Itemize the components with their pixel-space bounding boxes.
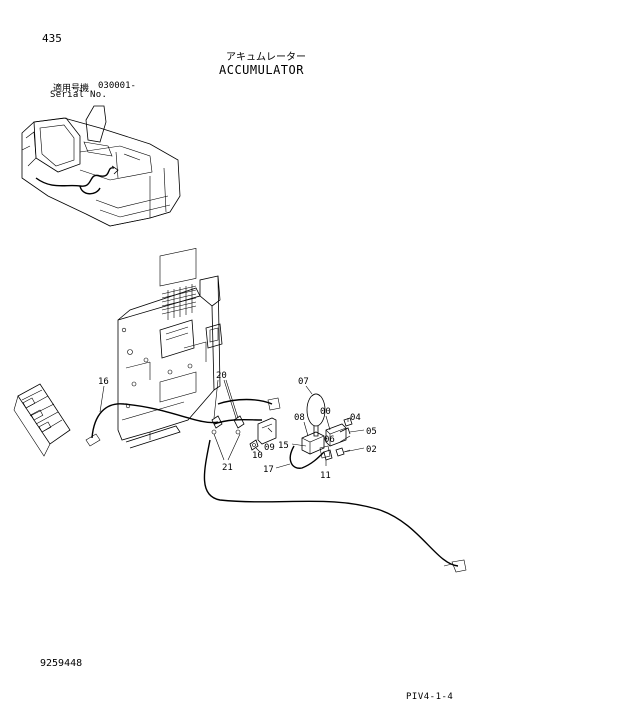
machine-overview-thumbnail [21,105,181,227]
document-number: 9259448 [40,658,83,669]
callout-11: 11 [320,471,331,481]
page-number: 435 [42,32,62,45]
hose-main [203,397,467,573]
bolt-10 [249,439,259,451]
bracket-09 [257,417,277,445]
page-code: PIV4-1-4 [406,692,454,702]
accumulator-07 [306,393,326,437]
leader-lines [99,379,365,469]
hose-17 [289,445,331,469]
control-panel [117,247,223,449]
callout-17: 17 [263,465,274,475]
title-english: ACCUMULATOR [219,63,304,77]
callout-07: 07 [298,377,309,387]
callout-16: 16 [98,377,109,387]
callout-10: 10 [252,451,263,461]
callout-04: 04 [350,413,361,423]
callout-15: 15 [278,441,289,451]
callout-00: 00 [320,407,331,417]
callout-09: 09 [264,443,275,453]
callout-02: 02 [366,445,377,455]
serial-value: 030001- [98,81,136,91]
callout-21: 21 [222,463,233,473]
callout-20: 20 [216,371,227,381]
callouts: 16 20 21 07 08 00 04 05 06 09 10 15 02 1… [98,371,377,481]
control-valve [13,383,71,457]
callout-08: 08 [294,413,305,423]
callout-06: 06 [324,435,335,445]
hose-16 [85,403,219,447]
clamp-group [211,415,245,435]
serial-label-japanese: 適用号機 [53,84,90,94]
serial-label-english: Serial No. [50,90,108,100]
title-japanese: アキュムレーター [226,52,306,63]
callout-05: 05 [366,427,377,437]
